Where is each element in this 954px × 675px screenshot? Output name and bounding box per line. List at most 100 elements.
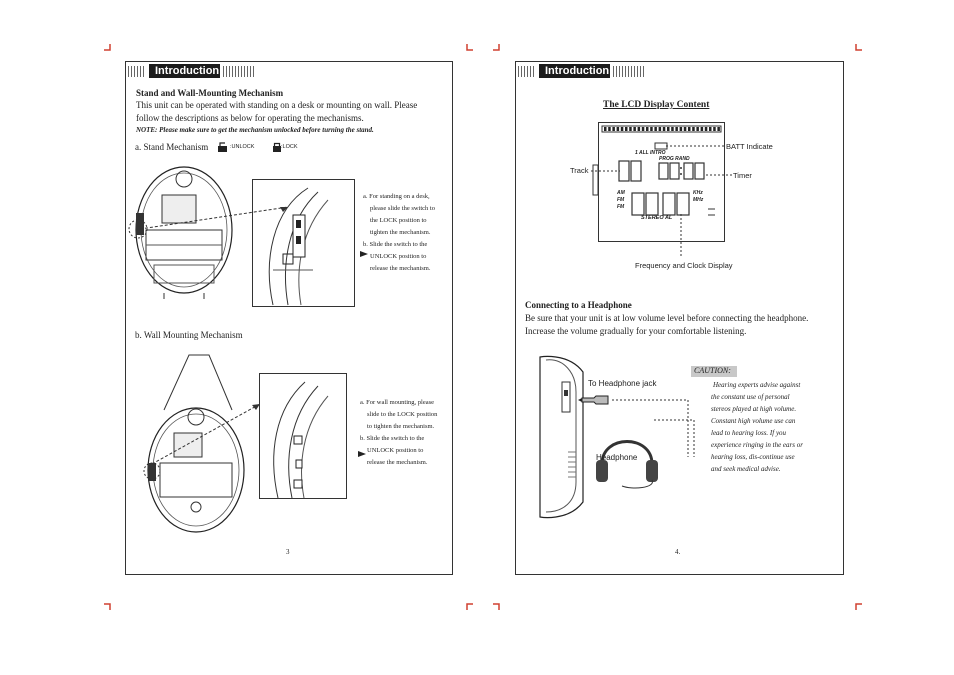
wall-step-line: UNLOCK position to xyxy=(367,447,424,454)
lcd-batt-label: BATT Indicate xyxy=(726,142,773,151)
device-wall-illustration xyxy=(143,354,245,533)
lcd-callout-lines xyxy=(591,145,732,257)
lcd-level-tick xyxy=(671,127,674,131)
lcd-prog-rand: PROG RAND xyxy=(659,156,690,162)
lcd-fm2: FM xyxy=(617,204,625,210)
lcd-level-tick xyxy=(679,127,683,131)
wall-step-line: a. For wall mounting, please xyxy=(360,399,435,406)
manual-page-right: Introduction The LCD Display Content 1 A… xyxy=(515,61,844,575)
caution-line: hearing loss, dis-continue use xyxy=(711,453,795,461)
wall-pointer-line xyxy=(151,403,261,465)
lcd-display: 1 ALL INTRO PROG RAND AM FM FM KHz MHz S… xyxy=(598,122,725,242)
headphone-title: Connecting to a Headphone xyxy=(525,300,632,310)
jack-label: To Headphone jack xyxy=(588,379,657,388)
intro-line-2: follow the descriptions as below for ope… xyxy=(136,113,364,123)
stand-step-line: the LOCK position to xyxy=(370,217,427,224)
lcd-level-tick xyxy=(625,127,628,131)
lcd-level-tick xyxy=(709,127,712,131)
lcd-level-tick xyxy=(696,127,699,131)
wall-detail-drawing xyxy=(273,381,329,499)
lock-label: :LOCK xyxy=(281,144,298,150)
lcd-level-tick xyxy=(713,127,716,131)
note-text: NOTE: Please make sure to get the mechan… xyxy=(136,126,374,134)
unlock-icon xyxy=(218,142,227,152)
lock-icon xyxy=(273,142,281,152)
stand-detail-drawing xyxy=(268,187,329,306)
headphone-device-illustration xyxy=(539,355,584,519)
stand-step-line: release the mechanism. xyxy=(370,265,431,272)
wall-step-line: slide to the LOCK position xyxy=(367,411,438,418)
lcd-level-tick xyxy=(646,127,649,131)
header-hatch-left xyxy=(128,65,146,77)
wall-mechanism-label: b. Wall Mounting Mechanism xyxy=(135,330,243,340)
lcd-level-tick xyxy=(688,127,691,131)
lcd-level-tick xyxy=(654,127,657,131)
lcd-level-tick xyxy=(704,127,708,131)
lcd-level-tick xyxy=(650,127,653,131)
lcd-am: AM xyxy=(617,190,625,196)
lcd-track-label: Track xyxy=(570,166,589,175)
header-title: Introduction xyxy=(149,64,220,78)
lcd-timer-label: Timer xyxy=(733,171,752,180)
lcd-level-tick xyxy=(717,127,720,131)
lcd-all-intro: 1 ALL INTRO xyxy=(635,150,666,156)
caution-line: lead to hearing loss. If you xyxy=(711,429,787,437)
lcd-level-tick xyxy=(612,127,615,131)
step-arrow-icon xyxy=(358,451,366,457)
caution-badge xyxy=(691,366,737,377)
lcd-freq-label: Frequency and Clock Display xyxy=(635,261,733,270)
lcd-khz: KHz xyxy=(693,190,703,196)
stand-step-line: tighten the mechanism. xyxy=(370,229,431,236)
caution-line: experience ringing in the ears or xyxy=(711,441,803,449)
caution-line: Constant high volume use can xyxy=(711,417,796,425)
caution-line: and seek medical advise. xyxy=(711,465,781,473)
caution-line: the constant use of personal xyxy=(711,393,790,401)
page-number: 4. xyxy=(675,548,681,556)
lcd-title: The LCD Display Content xyxy=(603,100,710,110)
lcd-level-tick xyxy=(633,127,636,131)
headphone-label: Headphone xyxy=(596,453,638,462)
wall-step-line: release the mechanism. xyxy=(367,459,428,466)
lcd-mhz: MHz xyxy=(693,197,704,203)
stand-step-line: UNLOCK position to xyxy=(370,253,427,260)
intro-line-1: This unit can be operated with standing … xyxy=(136,100,418,110)
headphone-line-1: Be sure that your unit is at low volume … xyxy=(525,313,809,323)
lcd-stereo: STEREO AL xyxy=(641,215,673,221)
page-number: 3 xyxy=(286,548,290,556)
header-hatch-right xyxy=(613,65,645,77)
section-header: Introduction xyxy=(128,64,255,78)
caution-title: CAUTION: xyxy=(694,366,731,375)
headphone-callout-lines xyxy=(612,399,695,457)
lcd-level-tick xyxy=(620,127,624,131)
stand-step-line: b. Slide the switch to the xyxy=(363,241,428,248)
stand-detail-box xyxy=(252,179,355,307)
lcd-level-tick xyxy=(658,127,662,131)
stand-step-line: a. For standing on a desk, xyxy=(363,193,430,200)
lcd-level-tick xyxy=(662,127,666,131)
wall-step-line: b. Slide the switch to the xyxy=(360,435,425,442)
stand-pointer-line xyxy=(139,206,289,230)
device-stand-illustration xyxy=(128,166,233,299)
wall-step-line: to tighten the mechanism. xyxy=(367,423,435,430)
lcd-fm: FM xyxy=(617,197,625,203)
stand-mechanism-label: a. Stand Mechanism xyxy=(135,142,209,152)
headphone-icon xyxy=(596,440,658,489)
lcd-level-tick xyxy=(629,127,632,131)
stand-step-line: please slide the switch to xyxy=(370,205,435,212)
lcd-level-tick xyxy=(667,127,670,131)
header-title: Introduction xyxy=(539,64,610,78)
step-arrow-icon xyxy=(360,251,368,257)
manual-page-left: Introduction Stand and Wall-Mounting Mec… xyxy=(125,61,453,575)
header-hatch-left xyxy=(518,65,536,77)
lcd-segments-drawing xyxy=(601,125,722,216)
lcd-level-tick xyxy=(641,127,645,131)
wall-detail-box xyxy=(259,373,347,499)
unlock-label: :UNLOCK xyxy=(230,144,255,150)
caution-line: Hearing experts advise against xyxy=(713,381,801,389)
lcd-level-tick xyxy=(700,127,704,131)
lcd-level-tick xyxy=(616,127,620,131)
headphone-jack-icon xyxy=(578,395,609,405)
caution-line: stereos played at high volume. xyxy=(711,405,797,413)
section-header: Introduction xyxy=(518,64,645,78)
